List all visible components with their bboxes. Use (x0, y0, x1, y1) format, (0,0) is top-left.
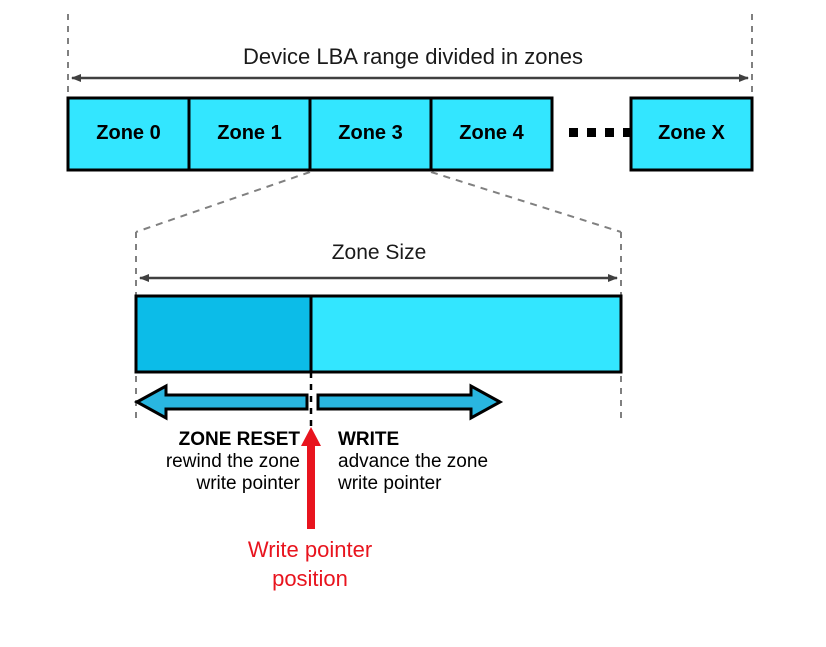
write-pointer-arrow (301, 427, 321, 529)
write-pointer-caption: Write pointer position (160, 536, 460, 593)
zone-label-1: Zone 1 (217, 122, 282, 144)
zone-written-region (134, 294, 313, 374)
write-desc-line2: write pointer (338, 473, 442, 494)
zone-reset-desc-line2: write pointer (196, 473, 301, 494)
write-desc-line1: advance the zone (338, 451, 489, 472)
leader-line-right (430, 171, 622, 233)
zone-empty-region (309, 294, 623, 374)
zone-reset-title: ZONE RESET (178, 429, 300, 450)
zone-label-x: Zone X (658, 122, 725, 144)
zone-box-4 (429, 96, 554, 172)
zone-box-3 (308, 96, 433, 172)
leader-line-left (135, 171, 311, 233)
ellipsis-dot-4 (623, 128, 632, 137)
zone-size-caption: Zone Size (331, 241, 427, 264)
zone-label-3: Zone 3 (338, 122, 403, 144)
zone-label-0: Zone 0 (96, 122, 161, 144)
zone-box-0 (66, 96, 191, 172)
ellipsis-dot-1 (569, 128, 578, 137)
write-arrow (316, 383, 504, 421)
zone-reset-text-block: ZONE RESET rewind the zone write pointer (166, 429, 300, 495)
zone-label-4: Zone 4 (459, 122, 524, 144)
zone-reset-arrow (133, 383, 309, 421)
ellipsis-dot-2 (587, 128, 596, 137)
lba-range-caption: Device LBA range divided in zones (243, 44, 583, 69)
write-pointer-caption-line2: position (272, 565, 348, 591)
write-pointer-caption-line1: Write pointer (247, 537, 373, 562)
write-text-block: WRITE advance the zone write pointer (338, 429, 488, 495)
ellipsis-dot-3 (605, 128, 614, 137)
write-title: WRITE (338, 429, 400, 450)
zone-reset-desc-line1: rewind the zone (165, 451, 300, 472)
